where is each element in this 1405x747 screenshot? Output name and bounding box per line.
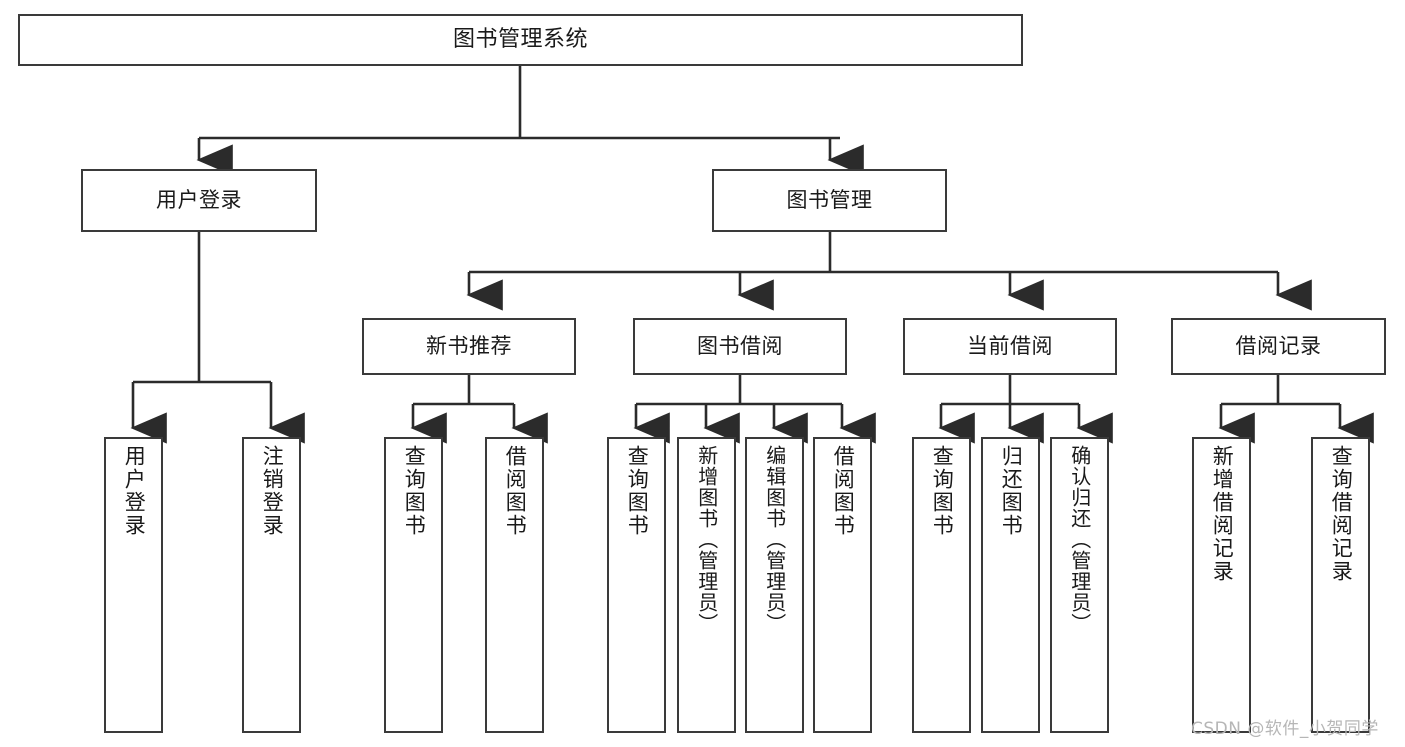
node-leaf-query-borrow-record[interactable]: 查询借阅记录: [1311, 437, 1370, 733]
node-label: 新增借阅记录: [1210, 445, 1235, 583]
node-leaf-add-book-admin[interactable]: 新增图书（管理员）: [677, 437, 736, 733]
node-leaf-query-book[interactable]: 查询图书: [607, 437, 666, 733]
node-label: 新书推荐: [426, 334, 512, 359]
node-label: 图书借阅: [697, 334, 783, 359]
node-leaf-query-book-recommend[interactable]: 查询图书: [384, 437, 443, 733]
node-label: 图书管理系统: [452, 27, 588, 53]
node-label: 借阅记录: [1235, 334, 1322, 359]
node-leaf-logout[interactable]: 注销登录: [242, 437, 301, 733]
node-label: 查询图书: [625, 445, 650, 537]
node-leaf-query-book-current[interactable]: 查询图书: [912, 437, 971, 733]
node-leaf-user-login[interactable]: 用户登录: [104, 437, 163, 733]
node-label: 注销登录: [260, 445, 285, 537]
node-label: 新增图书（管理员）: [694, 445, 719, 634]
node-borrow-record[interactable]: 借阅记录: [1171, 318, 1386, 375]
node-label: 归还图书: [999, 445, 1024, 537]
node-new-book-recommend[interactable]: 新书推荐: [362, 318, 576, 375]
node-label: 确认归还（管理员）: [1067, 445, 1092, 634]
node-label: 用户登录: [156, 188, 242, 213]
node-label: 编辑图书（管理员）: [762, 445, 787, 634]
node-leaf-edit-book-admin[interactable]: 编辑图书（管理员）: [745, 437, 804, 733]
node-label: 当前借阅: [967, 334, 1053, 359]
node-leaf-confirm-return-admin[interactable]: 确认归还（管理员）: [1050, 437, 1109, 733]
node-label: 用户登录: [122, 445, 147, 537]
node-book-management[interactable]: 图书管理: [712, 169, 947, 232]
node-label: 查询借阅记录: [1329, 445, 1354, 583]
node-leaf-borrow-book-recommend[interactable]: 借阅图书: [485, 437, 544, 733]
node-leaf-return-book[interactable]: 归还图书: [981, 437, 1040, 733]
node-label: 查询图书: [930, 445, 955, 537]
node-book-borrow[interactable]: 图书借阅: [633, 318, 847, 375]
node-label: 图书管理: [786, 188, 873, 213]
node-root-system[interactable]: 图书管理系统: [18, 14, 1023, 66]
node-leaf-borrow-book[interactable]: 借阅图书: [813, 437, 872, 733]
csdn-watermark: CSDN @软件_小贺同学: [1191, 719, 1379, 739]
node-label: 借阅图书: [503, 445, 528, 537]
node-user-login[interactable]: 用户登录: [81, 169, 317, 232]
node-label: 查询图书: [402, 445, 427, 537]
node-label: 借阅图书: [831, 445, 856, 537]
node-current-borrow[interactable]: 当前借阅: [903, 318, 1117, 375]
node-leaf-add-borrow-record[interactable]: 新增借阅记录: [1192, 437, 1251, 733]
